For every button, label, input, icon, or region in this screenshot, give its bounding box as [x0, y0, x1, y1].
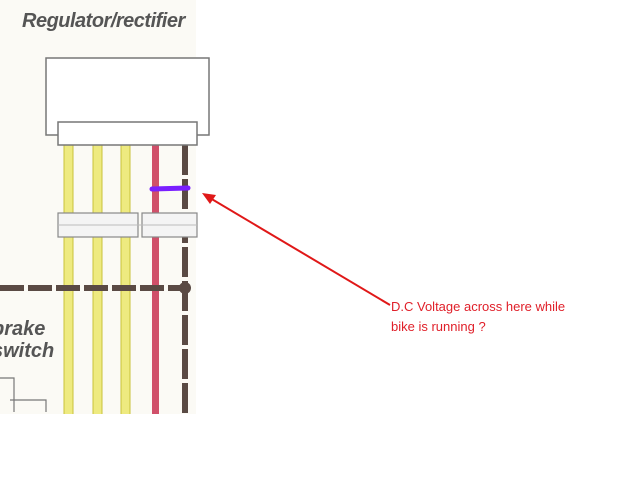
measurement-marker — [149, 185, 191, 192]
arrow-head-icon — [202, 193, 216, 204]
brake-label-line2: switch — [0, 340, 55, 362]
connector — [57, 121, 198, 146]
wire-red — [152, 145, 159, 414]
annotation-line2: bike is running ? — [391, 319, 486, 334]
brake-label-line1: brake — [0, 318, 46, 340]
arrow-line — [209, 197, 391, 306]
wire-yellow — [63, 145, 131, 414]
brake-switch-symbol — [0, 377, 47, 412]
junction-dot — [179, 282, 191, 294]
annotation-line1: D.C Voltage across here while — [391, 299, 566, 314]
annotation-text: D.C Voltage across here while bike is ru… — [391, 297, 631, 337]
brake-switch-label: brake switch — [0, 318, 54, 362]
diagram-title: Regulator/rectifier — [22, 10, 185, 32]
